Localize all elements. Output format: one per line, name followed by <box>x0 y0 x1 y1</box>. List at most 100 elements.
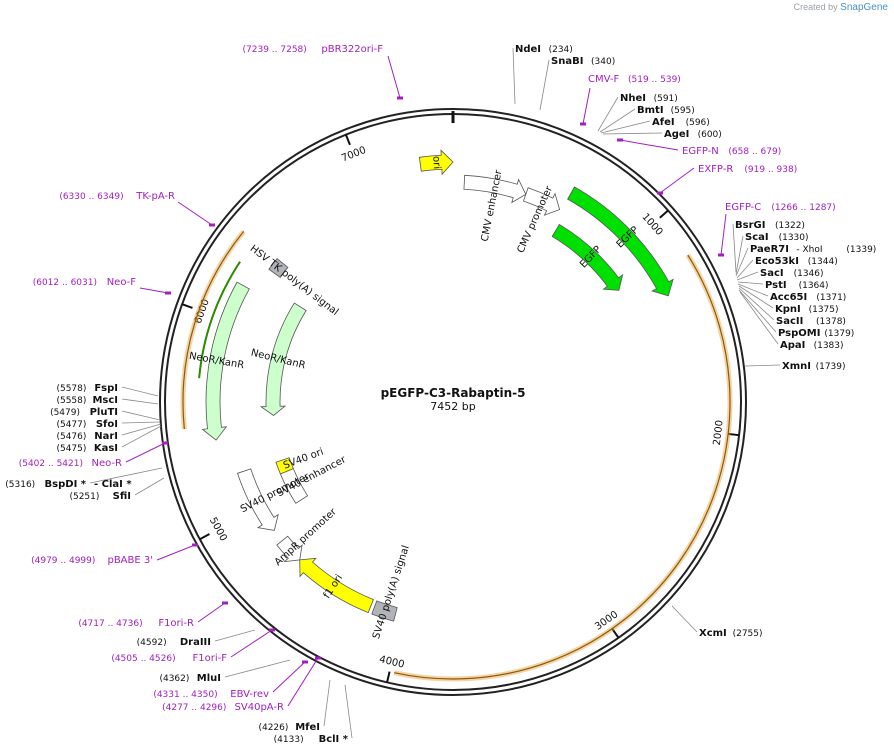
site-position: (595) <box>671 106 695 116</box>
site-leader-line <box>121 386 159 397</box>
site-name: MscI <box>92 395 118 406</box>
ruler-label: 4000 <box>378 654 405 671</box>
ruler-tick <box>386 671 391 683</box>
primer-name: EGFP-C <box>725 202 761 213</box>
coverage-arc-core <box>394 254 731 680</box>
site-leader-line <box>597 96 619 132</box>
primer-name: pBABE 3' <box>107 555 153 566</box>
site-name: NarI <box>94 431 118 442</box>
primer-name: Neo-R <box>92 458 123 469</box>
primer-leader-line <box>659 167 695 194</box>
primer-name: SV40pA-R <box>235 702 284 713</box>
site-leader-line <box>737 283 769 297</box>
site-position: (4362) <box>159 674 189 684</box>
ruler-label: 2000 <box>712 420 726 447</box>
site-leader-line <box>121 421 161 424</box>
primer-range: (1266 .. 1287) <box>771 203 835 213</box>
site-name: BclI * <box>319 734 349 745</box>
site-leader-line <box>732 223 737 273</box>
primer-leader-line <box>272 661 306 693</box>
primer-range: (919 .. 938) <box>744 165 797 175</box>
site-name: SnaBI <box>551 56 583 67</box>
primer-leader-line <box>177 201 213 226</box>
site-leader-line <box>736 271 759 281</box>
site-name: MluI <box>197 673 221 684</box>
site-position: - XhoI <box>796 245 822 255</box>
site-leader-line <box>600 120 651 134</box>
primer-range: (4717 .. 4736) <box>78 619 142 629</box>
ruler-tick <box>344 134 351 146</box>
feature-arrow <box>201 281 250 441</box>
primer-tick <box>165 291 171 295</box>
site-name: AfeI <box>652 117 675 128</box>
primer-tick <box>222 601 228 605</box>
primer-range: (519 .. 539) <box>628 75 681 85</box>
site-name: XcmI <box>699 628 727 639</box>
snapgene-brand: SnapGene <box>840 2 888 13</box>
ruler-tick <box>611 628 620 639</box>
ruler-tick <box>199 533 210 541</box>
coverage-arc-left-core <box>182 231 245 430</box>
primer-name: EBV-rev <box>230 689 269 700</box>
primer-name: CMV-F <box>588 74 619 85</box>
primer-tick <box>209 223 215 227</box>
primer-leader-line <box>720 213 727 256</box>
site-position: (4226) <box>258 723 288 733</box>
site-position: (591) <box>654 94 678 104</box>
site-position: (5476) <box>56 432 86 442</box>
site-position: (1346) <box>794 269 824 279</box>
primer-range: (4979 .. 4999) <box>31 556 95 566</box>
site-name: PspOMI <box>778 328 820 339</box>
site-leader-line <box>121 398 159 405</box>
site-position: (1378) <box>816 317 846 327</box>
site-position: (4133) <box>274 735 304 745</box>
site-name: SfoI <box>96 419 118 430</box>
primer-tick <box>302 660 308 664</box>
site-leader-line <box>121 425 162 448</box>
primer-range: (6012 .. 6031) <box>33 278 97 288</box>
site-leader-line <box>739 291 779 345</box>
plasmid-title-block: pEGFP-C3-Rabaptin-5 7452 bp <box>353 386 553 413</box>
site-name: BmtI <box>637 105 664 116</box>
feature-arrow <box>279 468 309 504</box>
site-position: (1330) <box>779 233 809 243</box>
primer-tick <box>580 122 586 126</box>
site-name: AgeI <box>664 129 689 140</box>
ruler-tick <box>728 432 740 437</box>
feature-arrow <box>275 457 294 475</box>
site-leader-line <box>344 684 353 739</box>
feature-arrow <box>551 223 624 291</box>
primer-tick <box>192 543 198 547</box>
primer-tick <box>718 253 724 257</box>
snapgene-credit: Created by SnapGene <box>794 2 888 13</box>
primer-range: (6330 .. 6349) <box>59 192 123 202</box>
ruler-label: 5000 <box>207 516 229 544</box>
site-leader-line <box>737 281 764 285</box>
site-name: PstI <box>765 280 787 291</box>
primer-name: F1ori-F <box>193 653 228 664</box>
primer-leader-line <box>125 442 166 463</box>
site-name: PaeR7I <box>750 244 789 255</box>
site-leader-line <box>736 259 754 279</box>
site-leader-line <box>671 605 698 633</box>
site-name: KasI <box>94 443 118 454</box>
site-position: (5558) <box>56 396 86 406</box>
primer-name: pBR322ori-F <box>321 44 383 55</box>
site-name: BsrGI <box>735 220 765 231</box>
primer-range: (4505 .. 4526) <box>111 654 175 664</box>
site-position: (234) <box>549 45 573 55</box>
site-leader-line <box>599 108 636 133</box>
primer-leader-line <box>387 55 401 99</box>
feature-label: SV40 poly(A) signal <box>371 544 412 640</box>
site-position: (5477) <box>56 420 86 430</box>
ruler-label: 3000 <box>593 609 620 633</box>
site-name: ScaI <box>745 232 769 243</box>
primer-range: (658 .. 679) <box>728 147 781 157</box>
site-name: KpnI <box>775 304 801 315</box>
site-position: (5578) <box>56 384 86 394</box>
primer-tick <box>315 656 321 660</box>
primer-name: TK-pA-R <box>135 191 175 202</box>
feature-arrow <box>418 149 454 176</box>
primer-leader-line <box>582 87 591 125</box>
